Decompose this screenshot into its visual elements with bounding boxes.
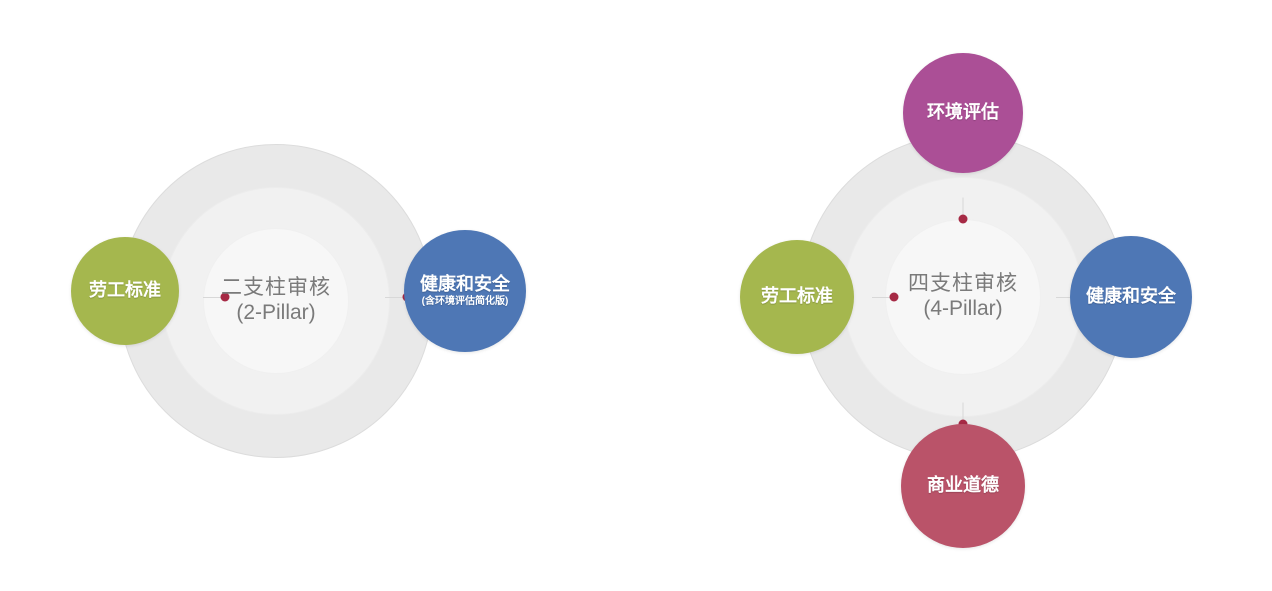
two-pillar-center-subtitle: (2-Pillar) xyxy=(236,301,316,324)
four-pillar-node-business-ethics[interactable]: 商业道德 xyxy=(901,424,1025,548)
four-pillar-node-health-and-safety-title: 健康和安全 xyxy=(1086,286,1176,307)
four-pillar-connector-labor-line xyxy=(872,297,894,298)
four-pillar-connector-health-line xyxy=(1056,297,1078,298)
four-pillar-node-labor-standards-title: 劳工标准 xyxy=(761,286,833,307)
four-pillar-center-title: 四支柱审核 xyxy=(908,272,1018,296)
four-pillar-center-label: 四支柱审核(4-Pillar) xyxy=(908,272,1018,322)
two-pillar-center-title: 二支柱审核 xyxy=(221,276,331,300)
four-pillar-node-labor-standards[interactable]: 劳工标准 xyxy=(740,240,854,354)
four-pillar-connector-labor-dot xyxy=(889,292,899,302)
four-pillar-ring-inner xyxy=(885,219,1041,375)
two-pillar-connector-health-line xyxy=(385,297,407,298)
two-pillar-node-labor-standards[interactable]: 劳工标准 xyxy=(71,237,179,345)
four-pillar-node-environmental-assessment[interactable]: 环境评估 xyxy=(903,53,1023,173)
two-pillar-node-labor-standards-title: 劳工标准 xyxy=(89,280,161,301)
four-pillar-connector-environment-dot xyxy=(958,214,968,224)
two-pillar-node-health-and-safety-subtitle: (含环境评估简化版) xyxy=(421,296,509,308)
four-pillar-node-health-and-safety[interactable]: 健康和安全 xyxy=(1070,236,1192,358)
four-pillar-center-subtitle: (4-Pillar) xyxy=(923,297,1003,320)
four-pillar-node-environmental-assessment-title: 环境评估 xyxy=(927,102,999,123)
two-pillar-node-health-and-safety[interactable]: 健康和安全 (含环境评估简化版) xyxy=(404,230,526,352)
two-pillar-center-label: 二支柱审核(2-Pillar) xyxy=(221,276,331,326)
four-pillar-node-business-ethics-title: 商业道德 xyxy=(927,475,999,496)
two-pillar-node-health-and-safety-title: 健康和安全 xyxy=(420,273,510,294)
two-pillar-connector-labor-dot xyxy=(220,292,230,302)
two-pillar-connector-labor-line xyxy=(203,297,225,298)
two-pillar-ring-inner xyxy=(203,228,349,374)
